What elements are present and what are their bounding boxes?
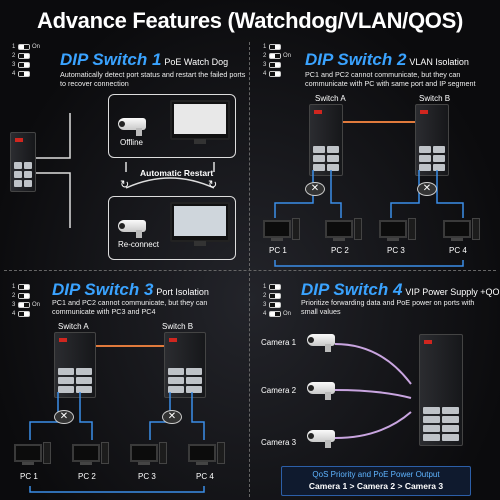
camera-1-label: Camera 1 bbox=[261, 338, 296, 347]
pc-label: PC 4 bbox=[449, 246, 467, 255]
qos-title: QoS Priority and PoE Power Output bbox=[282, 470, 470, 479]
pc-label: PC 2 bbox=[331, 246, 349, 255]
pc-label: PC 3 bbox=[138, 472, 156, 481]
pc-label: PC 1 bbox=[20, 472, 38, 481]
automatic-restart-label: Automatic Restart bbox=[140, 168, 213, 178]
refresh-icon: ↻ bbox=[208, 178, 217, 191]
monitor-icon bbox=[170, 202, 230, 242]
no-connection-icon: ✕ bbox=[417, 182, 437, 196]
no-connection-icon: ✕ bbox=[305, 182, 325, 196]
offline-label: Offline bbox=[120, 138, 143, 147]
pc-label: PC 2 bbox=[78, 472, 96, 481]
monitor-icon bbox=[170, 100, 230, 140]
no-connection-icon: ✕ bbox=[54, 410, 74, 424]
pc-label: PC 4 bbox=[196, 472, 214, 481]
no-connection-icon: ✕ bbox=[162, 410, 182, 424]
refresh-icon: ↻ bbox=[120, 178, 129, 191]
camera-3-label: Camera 3 bbox=[261, 438, 296, 447]
qos-order: Camera 1 > Camera 2 > Camera 3 bbox=[282, 481, 470, 491]
pc-label: PC 1 bbox=[269, 246, 287, 255]
panel3-wiring bbox=[0, 272, 249, 500]
qos-priority-box: QoS Priority and PoE Power Output Camera… bbox=[281, 466, 471, 496]
page-title: Advance Features (Watchdog/VLAN/QOS) bbox=[0, 8, 500, 34]
camera-2-label: Camera 2 bbox=[261, 386, 296, 395]
horizontal-divider bbox=[4, 270, 496, 271]
pc-label: PC 3 bbox=[387, 246, 405, 255]
reconnect-label: Re-connect bbox=[118, 240, 159, 249]
